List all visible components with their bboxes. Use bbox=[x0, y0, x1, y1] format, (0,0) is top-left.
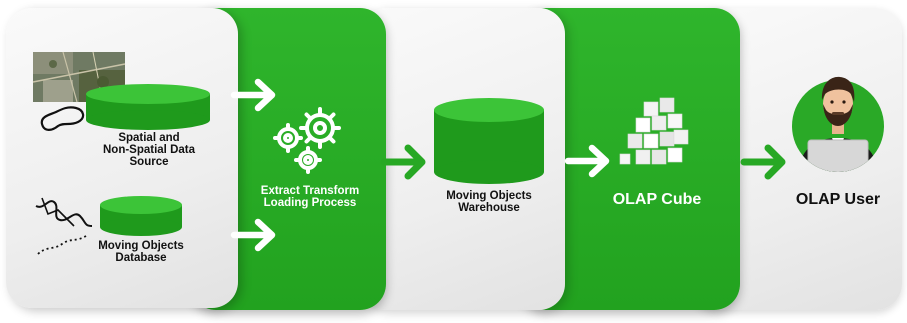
olap-user-label: OLAP User bbox=[795, 191, 881, 208]
cylinder-icon bbox=[100, 196, 182, 236]
user-laptop-icon bbox=[792, 76, 884, 172]
etl-label-line1: Extract Transform bbox=[260, 185, 360, 197]
moving-db-label: Moving Objects Database bbox=[88, 240, 194, 264]
cylinder-icon bbox=[434, 98, 544, 184]
moving-db-label-line2: Database bbox=[115, 252, 167, 265]
arrow-right-icon bbox=[380, 144, 426, 180]
region-outline-icon bbox=[40, 106, 85, 131]
etl-label-line2: Loading Process bbox=[263, 197, 357, 210]
spatial-source-label-line2: Non-Spatial Data bbox=[102, 144, 195, 157]
spatial-source-label-line3: Source bbox=[129, 156, 169, 169]
spatial-source-label-line1: Spatial and bbox=[118, 132, 180, 144]
warehouse-label: Moving Objects Warehouse bbox=[426, 190, 552, 214]
arrow-right-icon bbox=[230, 218, 276, 252]
gears-icon bbox=[273, 107, 341, 174]
etl-label: Extract Transform Loading Process bbox=[246, 185, 374, 209]
trajectory-icon bbox=[35, 197, 93, 255]
map-thumbnail-icon bbox=[32, 51, 126, 103]
cube-icon bbox=[619, 97, 689, 165]
warehouse-label-line2: Warehouse bbox=[458, 202, 520, 215]
arrow-right-icon bbox=[230, 78, 276, 112]
moving-db-label-line1: Moving Objects bbox=[98, 240, 184, 252]
arrow-right-icon bbox=[564, 144, 610, 178]
arrow-right-icon bbox=[740, 144, 786, 180]
olap-cube-label: OLAP Cube bbox=[612, 191, 702, 208]
spatial-source-label: Spatial and Non-Spatial Data Source bbox=[90, 132, 208, 168]
cylinder-icon bbox=[86, 84, 210, 130]
warehouse-label-line1: Moving Objects bbox=[446, 190, 532, 202]
